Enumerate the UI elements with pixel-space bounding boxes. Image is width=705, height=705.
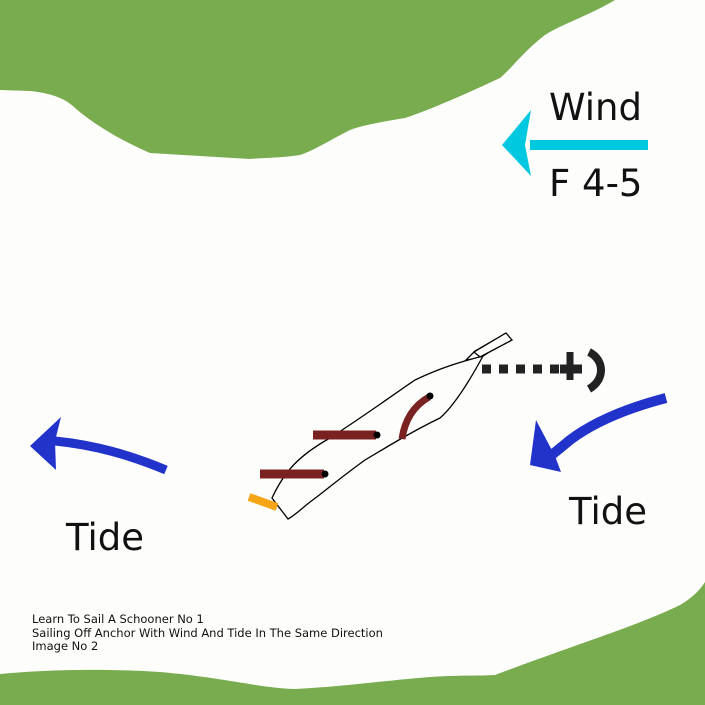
tide-label-right: Tide	[569, 490, 647, 533]
tide-arrow-icon	[30, 417, 168, 475]
wind-arrow-icon	[502, 110, 648, 176]
wind-force-label: F 4-5	[549, 162, 643, 205]
mainsail-aft	[260, 469, 329, 479]
wind-label: Wind	[549, 86, 642, 129]
land-bottom	[0, 582, 705, 705]
caption-image-number: Image No 2	[32, 639, 99, 653]
foresail	[398, 392, 434, 440]
caption-title: Learn To Sail A Schooner No 1	[32, 612, 204, 626]
caption: Learn To Sail A Schooner No 1 Sailing Of…	[32, 612, 383, 654]
tide-label-left: Tide	[66, 516, 144, 559]
mainsail-fore	[313, 430, 381, 440]
anchor-icon	[560, 348, 605, 393]
land-top	[0, 0, 615, 159]
schooner-hull-icon	[271, 332, 514, 520]
tide-arrow-icon	[530, 393, 668, 472]
rudder	[247, 493, 279, 511]
caption-subtitle: Sailing Off Anchor With Wind And Tide In…	[32, 625, 383, 640]
